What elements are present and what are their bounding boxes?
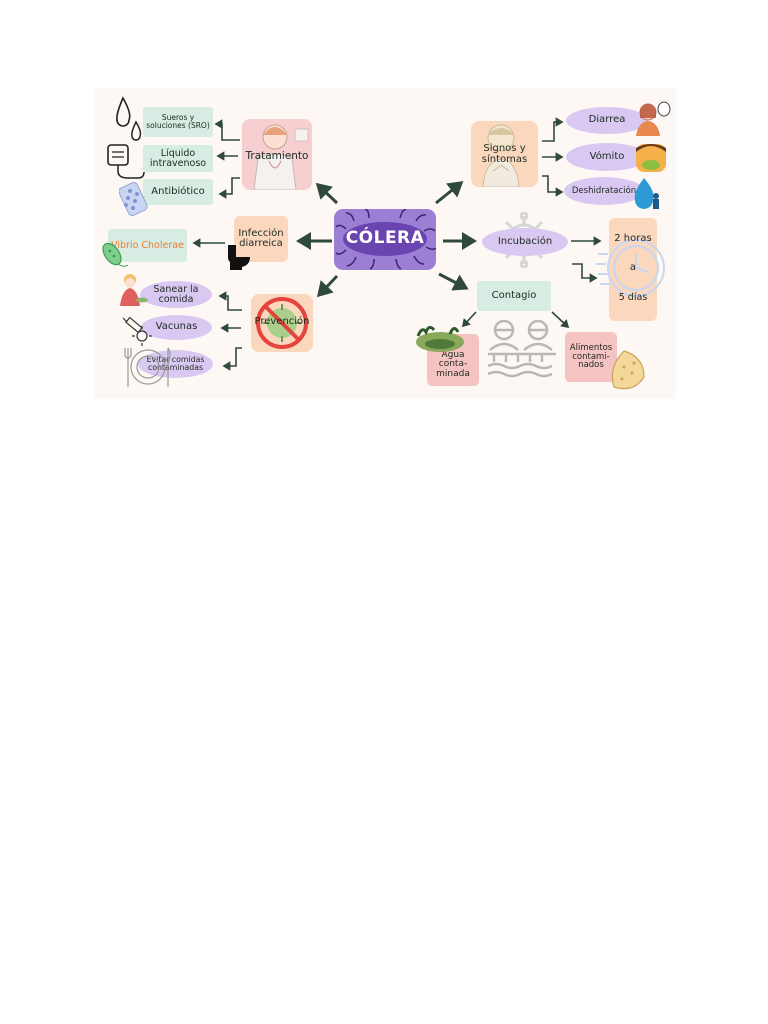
- arrows-layer: [192, 117, 602, 371]
- arrow-5dias: [572, 263, 598, 283]
- arrow-to-contagio: [438, 272, 469, 291]
- diarrea-box: Diarrea: [566, 107, 648, 134]
- incubacion-sep: a: [629, 262, 637, 273]
- antibiotico-box: Antibiótico: [143, 179, 213, 205]
- contagio-label: Contagio: [491, 289, 537, 301]
- plate-icon: [124, 347, 171, 387]
- arrow-evitar: [222, 347, 242, 371]
- diarrea-label: Diarrea: [588, 114, 626, 126]
- prevencion-node: Prevención: [251, 294, 313, 352]
- time-node: [609, 218, 657, 321]
- deshidratacion-label: Deshidratación: [571, 185, 637, 196]
- people-water-icon: [487, 319, 556, 378]
- toilet-icon: [228, 245, 250, 270]
- cook-icon: [120, 274, 148, 306]
- vibrio-label: Vibrio Cholerae: [111, 239, 184, 251]
- evitar-box: Evitar comidas contaminadas: [138, 350, 213, 378]
- diarrea-person-icon: [636, 101, 671, 136]
- antibiotico-label: Antibiótico: [151, 185, 205, 197]
- arrow-to-prevencion: [316, 274, 339, 298]
- deshidratacion-box: Deshidratación: [564, 177, 644, 205]
- incubacion-box: Incubación: [482, 228, 568, 256]
- liquido-box: Líquido intravenoso: [143, 145, 213, 172]
- evitar-label: Evitar comidas contaminadas: [146, 354, 205, 372]
- liquido-label: Líquido intravenoso: [149, 147, 207, 169]
- suero-box: Sueros y soluciones (SRO): [143, 107, 213, 137]
- bacteria-icon: [335, 209, 436, 270]
- vomit-face-icon: [636, 144, 666, 172]
- tratamiento-node: Tratamiento: [242, 119, 312, 190]
- infeccion-label: Infección diarreica: [238, 227, 284, 249]
- signos-label: Signos y síntomas: [481, 143, 528, 165]
- clock-icon: [596, 239, 665, 297]
- center-title: CÓLERA: [345, 228, 425, 248]
- contagio-box: Contagio: [477, 281, 551, 311]
- water-drop-icon: [634, 178, 659, 209]
- tratamiento-label: Tratamiento: [245, 150, 309, 162]
- arrow-antibiotico: [218, 177, 240, 199]
- incubacion-label: Incubación: [497, 235, 553, 247]
- concept-map: CÓLERA Tratamiento Sueros y soluciones (…: [94, 88, 676, 399]
- pills-icon: [119, 181, 148, 217]
- suero-label: Sueros y soluciones (SRO): [146, 113, 210, 130]
- arrow-to-tratamiento: [315, 182, 339, 205]
- alimentos-label: Alimentos contami- nados: [569, 342, 613, 371]
- drops-icon: [116, 96, 142, 141]
- infeccion-box: Infección diarreica: [234, 216, 288, 262]
- prevencion-label: Prevención: [254, 316, 310, 327]
- arrow-to-signos: [435, 181, 464, 205]
- doctor-icon: [253, 124, 309, 190]
- sick-person-icon: [482, 124, 520, 187]
- sanear-box: Sanear la comida: [140, 281, 212, 308]
- arrow-agua: [461, 311, 477, 328]
- vomito-label: Vómito: [589, 150, 625, 162]
- no-virus-icon: [256, 297, 308, 349]
- vacunas-label: Vacunas: [155, 321, 198, 333]
- incubacion-to: 5 días: [618, 292, 648, 303]
- vomito-box: Vómito: [566, 143, 648, 171]
- swamp-icon: [416, 325, 464, 352]
- incubacion-from: 2 horas: [614, 233, 652, 244]
- agua-label: Agua conta- minada: [436, 349, 470, 379]
- arrow-diarrea: [542, 117, 564, 142]
- sanear-label: Sanear la comida: [153, 283, 199, 305]
- iv-bag-icon: [107, 144, 145, 179]
- signos-node: Signos y síntomas: [471, 121, 538, 187]
- syringe-icon: [122, 316, 152, 346]
- arrow-deshidratacion: [542, 175, 564, 197]
- arrow-suero: [214, 119, 240, 141]
- center-node: CÓLERA: [334, 209, 436, 270]
- food-icon: [611, 350, 645, 390]
- vacunas-box: Vacunas: [141, 315, 212, 340]
- arrow-alimentos: [551, 311, 570, 329]
- vibrio-icon: [102, 242, 129, 267]
- alimentos-box: Alimentos contami- nados: [565, 332, 617, 382]
- arrow-sanear: [218, 291, 242, 311]
